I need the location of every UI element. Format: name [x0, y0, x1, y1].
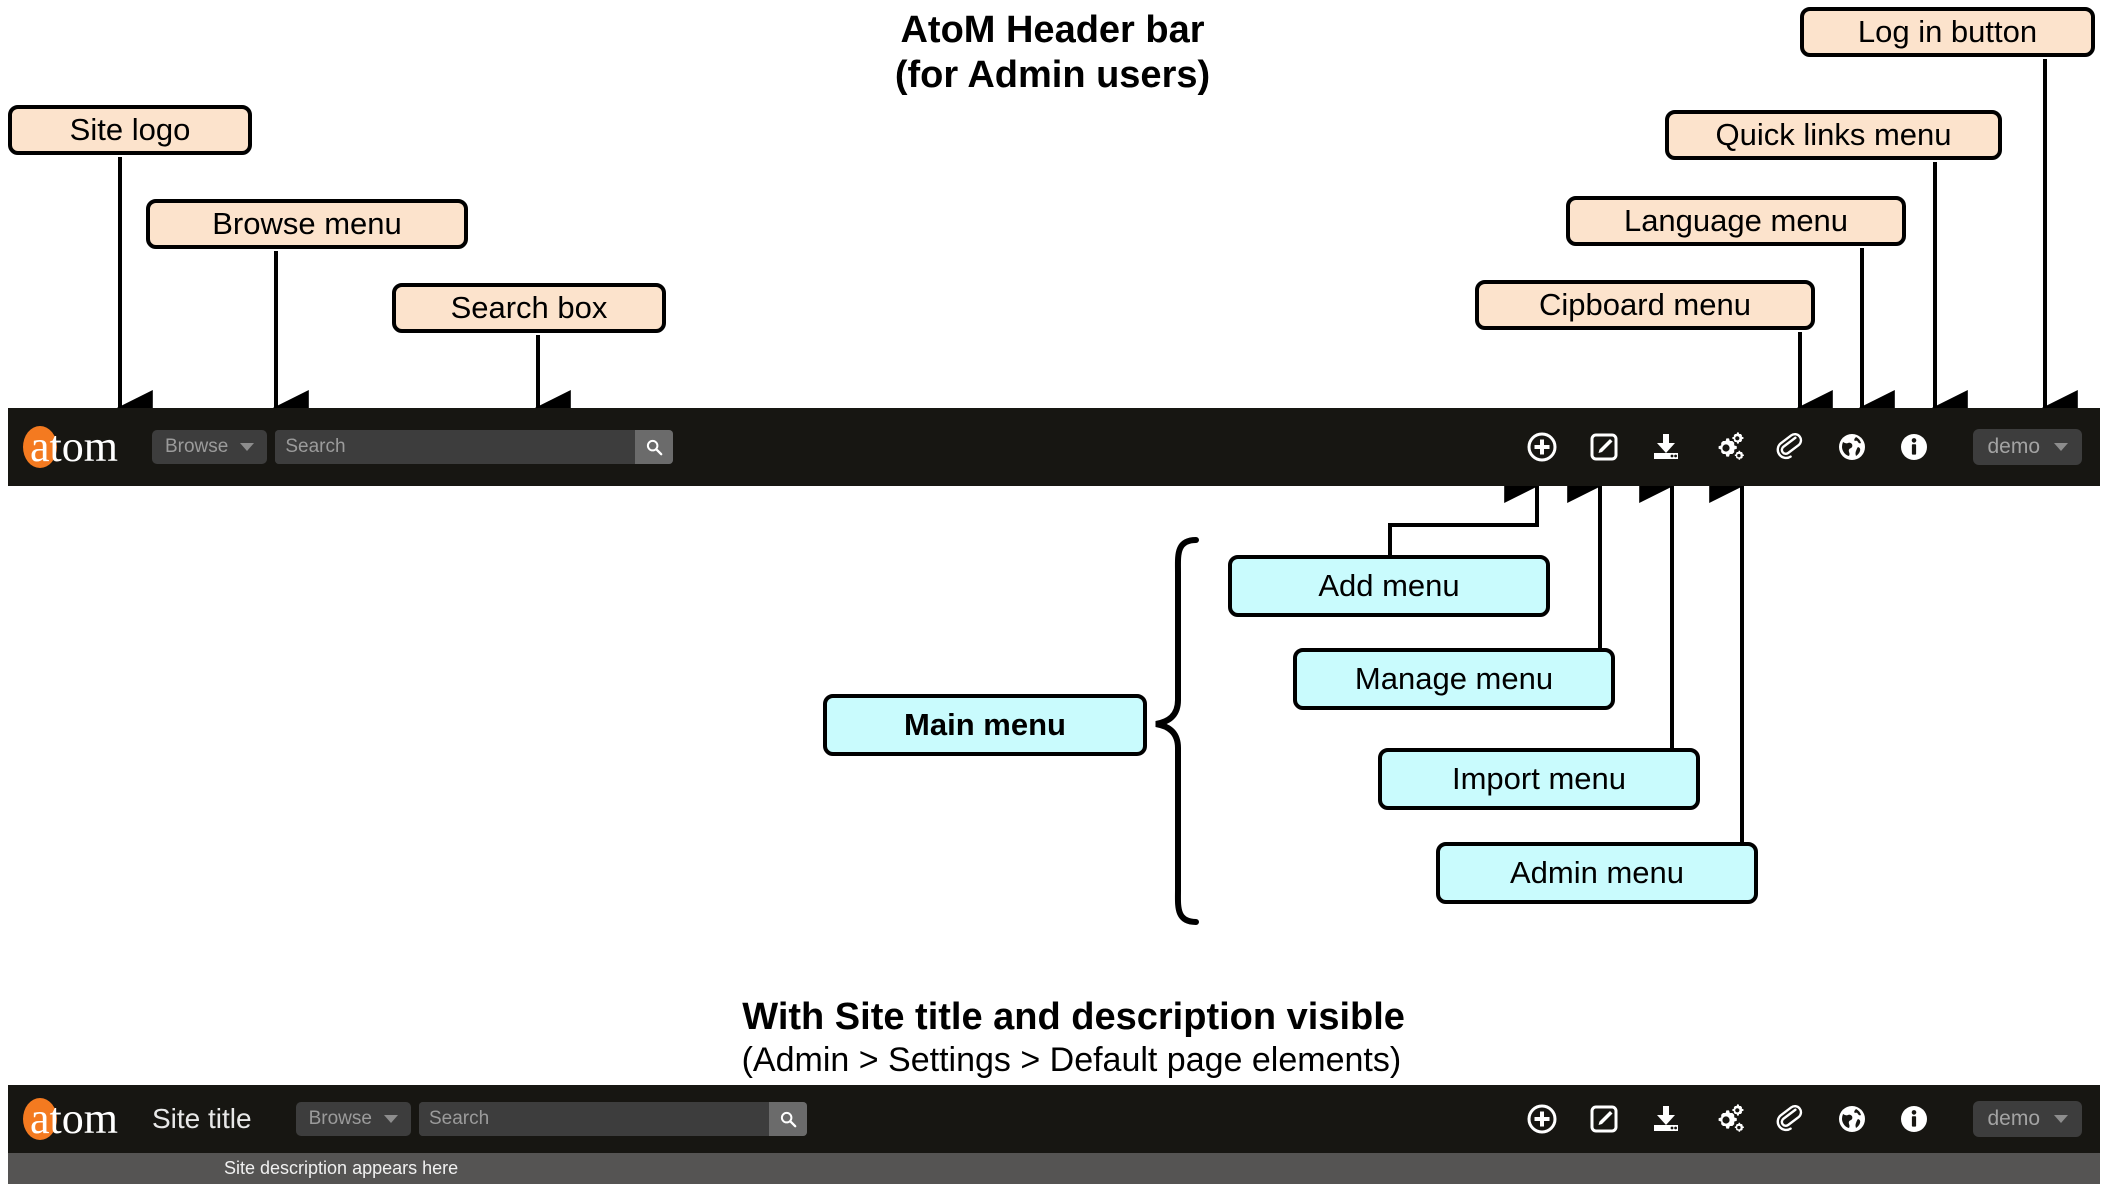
logo-text: atom [30, 1094, 118, 1143]
bottom-title-text: With Site title and description visible [742, 995, 1405, 1038]
arrow-add-menu [1388, 467, 1541, 555]
callout-label: Site logo [69, 112, 191, 147]
logo-blob-icon [23, 1098, 57, 1140]
quick-links-info-icon [1901, 434, 1928, 460]
callout-quick-links-menu: Quick links menu [1665, 110, 2002, 160]
search-box[interactable] [275, 430, 674, 464]
main-menu-brace [1155, 537, 1199, 925]
site-logo[interactable]: atom [23, 422, 118, 471]
import-menu-button[interactable] [1649, 430, 1683, 464]
callout-browse-menu: Browse menu [146, 199, 468, 249]
clipboard-paperclip-icon [1777, 432, 1803, 460]
site-description-bar: Site description appears here [8, 1153, 2100, 1184]
import-icon [1654, 434, 1679, 459]
callout-language-menu: Language menu [1566, 196, 1906, 246]
callout-site-logo: Site logo [8, 105, 252, 155]
admin-gears-icon [1719, 432, 1745, 460]
add-icon [1527, 1104, 1557, 1134]
manage-icon [1590, 433, 1618, 461]
add-menu-button[interactable] [1525, 1102, 1559, 1136]
language-globe-icon [1839, 1106, 1866, 1132]
figure-title-line1: AtoM Header bar [900, 9, 1205, 51]
search-input[interactable] [275, 430, 636, 464]
bottom-title: With Site title and description visible [0, 950, 2105, 1084]
user-menu-button[interactable]: demo [1973, 1101, 2082, 1137]
bottom-subtitle: (Admin > Settings > Default page element… [0, 1000, 2105, 1120]
main-menu-icons: demo [1525, 1101, 2082, 1137]
manage-menu-button[interactable] [1587, 430, 1621, 464]
callout-label: Add menu [1318, 568, 1460, 603]
callout-label: Manage menu [1354, 661, 1554, 696]
add-icon [1527, 432, 1557, 462]
language-menu-button[interactable] [1835, 430, 1869, 464]
callout-search-box: Search box [392, 283, 666, 333]
clipboard-paperclip-icon [1777, 1104, 1803, 1132]
chevron-down-icon [383, 1115, 398, 1123]
language-globe-icon [1839, 434, 1866, 460]
callout-clipboard-menu: Cipboard menu [1475, 280, 1815, 330]
callout-main-menu: Main menu [823, 694, 1147, 756]
import-menu-button[interactable] [1649, 1102, 1683, 1136]
callout-label: Language menu [1623, 203, 1849, 238]
admin-gears-icon [1719, 1104, 1745, 1132]
chevron-down-icon [240, 443, 255, 451]
callout-add-menu: Add menu [1228, 555, 1550, 617]
browse-menu-label: Browse [164, 436, 229, 457]
magnifier-icon [780, 1111, 797, 1128]
admin-menu-button[interactable] [1711, 430, 1745, 464]
bottom-subtitle-text: (Admin > Settings > Default page element… [741, 1041, 1402, 1080]
search-submit-button[interactable] [635, 430, 674, 464]
manage-icon [1590, 1105, 1618, 1133]
clipboard-menu-button[interactable] [1773, 430, 1807, 464]
chevron-down-icon [2054, 443, 2068, 451]
browse-menu-label: Browse [308, 1108, 372, 1129]
figure-title-line2: (for Admin users) [894, 53, 1211, 96]
callout-label: Cipboard menu [1539, 287, 1751, 322]
search-box[interactable] [418, 1102, 807, 1136]
logo-text: atom [30, 422, 118, 471]
browse-menu-button[interactable]: Browse [295, 1102, 411, 1136]
callout-label: Browse menu [212, 206, 402, 241]
admin-menu-button[interactable] [1711, 1102, 1745, 1136]
search-submit-button[interactable] [768, 1102, 807, 1136]
quick-links-menu-button[interactable] [1897, 1102, 1931, 1136]
callout-manage-menu: Manage menu [1293, 648, 1615, 710]
callout-admin-menu: Admin menu [1436, 842, 1758, 904]
main-menu-icons: demo [1525, 429, 2082, 465]
callout-label: Main menu [904, 707, 1066, 742]
site-title: Site title [151, 1103, 252, 1134]
logo-blob-icon [23, 426, 57, 468]
atom-header-bar-with-title: atom Site title Browse [8, 1085, 2100, 1153]
callout-label: Admin menu [1509, 855, 1685, 890]
clipboard-menu-button[interactable] [1773, 1102, 1807, 1136]
manage-menu-button[interactable] [1587, 1102, 1621, 1136]
figure-title-top: AtoM Header bar(for Admin users) [0, 8, 2105, 98]
search-input[interactable] [418, 1102, 769, 1136]
user-menu-label: demo [1987, 435, 2040, 458]
site-description-text: Site description appears here [224, 1158, 459, 1178]
callout-label: Log in button [1857, 14, 2038, 49]
language-menu-button[interactable] [1835, 1102, 1869, 1136]
quick-links-menu-button[interactable] [1897, 430, 1931, 464]
add-menu-button[interactable] [1525, 430, 1559, 464]
browse-menu-button[interactable]: Browse [151, 430, 268, 464]
site-logo[interactable]: atom [23, 1094, 118, 1143]
quick-links-info-icon [1901, 1106, 1928, 1132]
callout-log-in-button: Log in button [1800, 7, 2095, 57]
chevron-down-icon [2054, 1115, 2068, 1123]
import-icon [1654, 1106, 1679, 1131]
user-menu-button[interactable]: demo [1973, 429, 2082, 465]
callout-label: Import menu [1451, 761, 1626, 796]
callout-import-menu: Import menu [1378, 748, 1700, 810]
atom-header-bar-admin: atom Browse [8, 408, 2100, 486]
callout-label: Quick links menu [1715, 117, 1952, 152]
magnifier-icon [647, 439, 663, 456]
callout-label: Search box [450, 290, 608, 325]
user-menu-label: demo [1987, 1107, 2040, 1130]
